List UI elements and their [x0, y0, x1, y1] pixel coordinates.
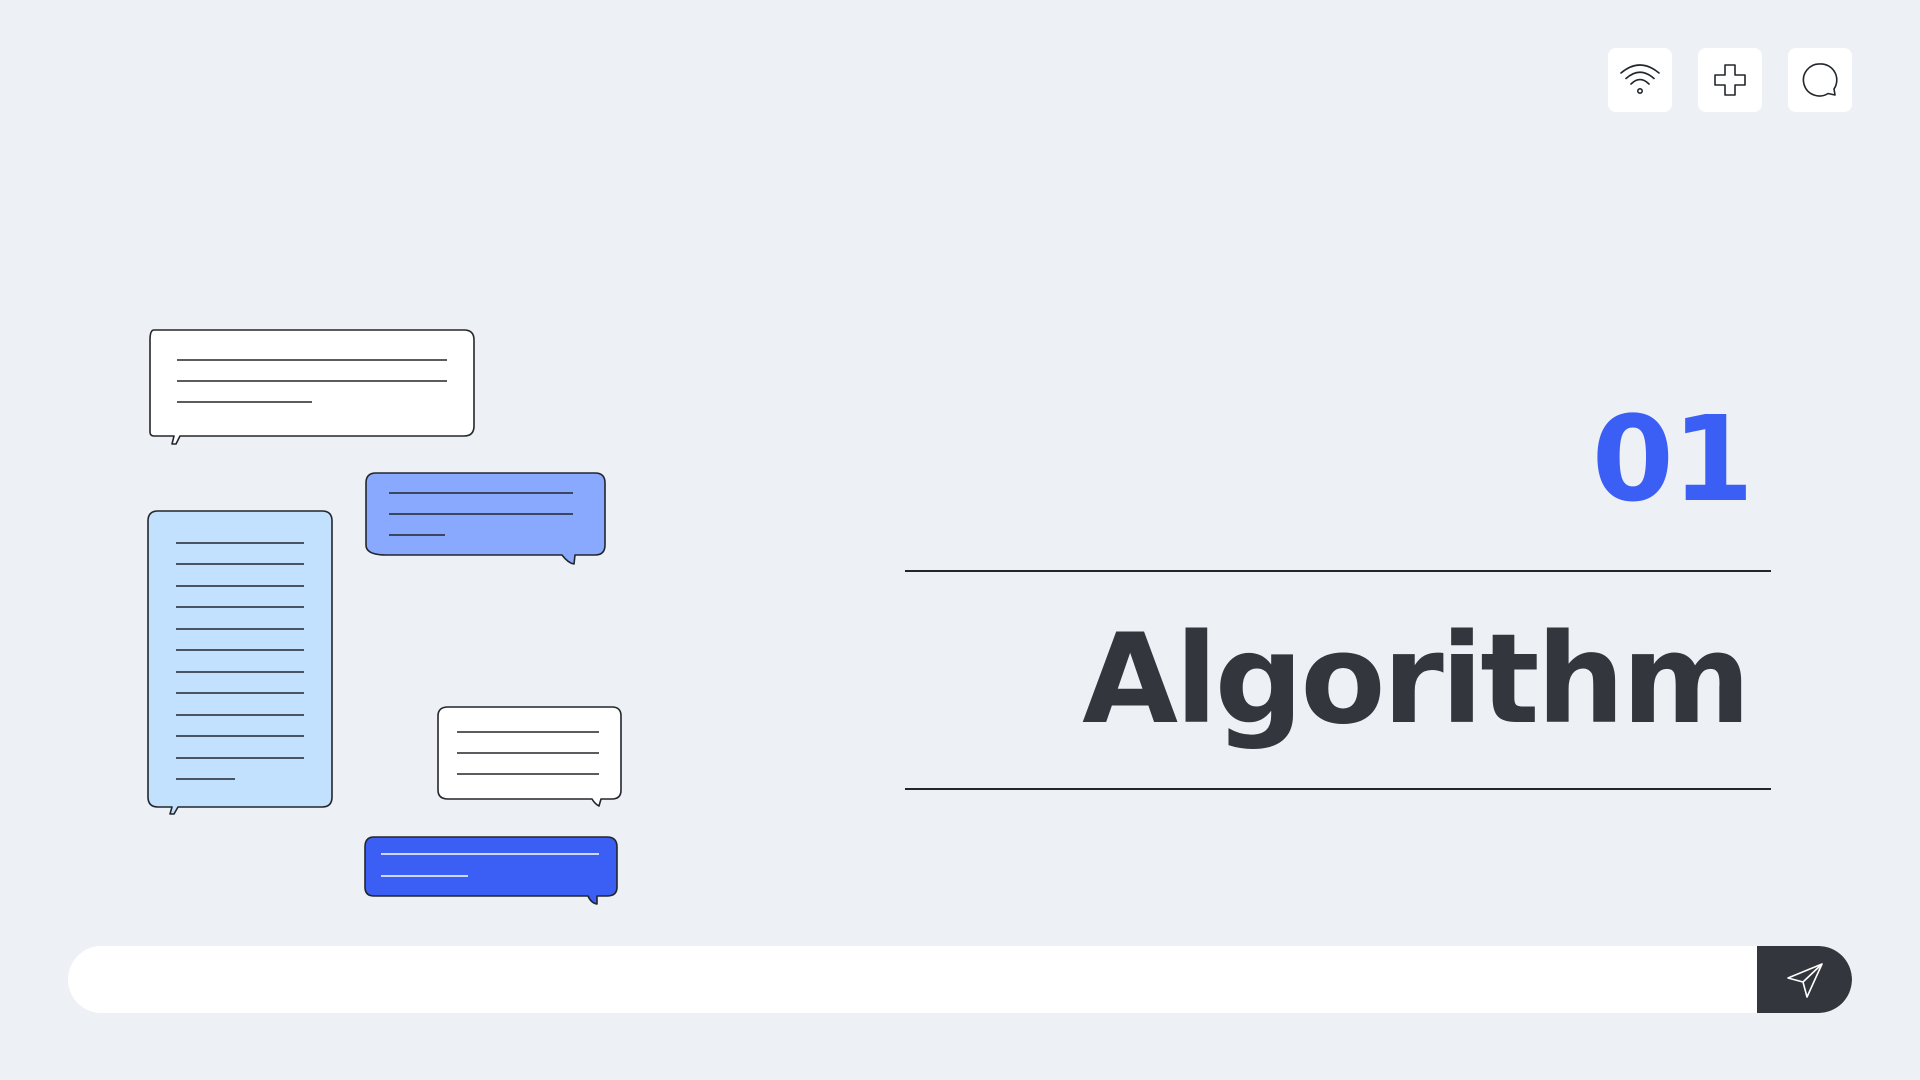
chat-button[interactable] — [1788, 48, 1852, 112]
bottom-divider — [905, 788, 1771, 790]
top-toolbar — [1608, 48, 1852, 112]
message-composer — [68, 946, 1852, 1013]
accent-blue-message-bubble — [364, 836, 618, 905]
paper-plane-icon — [1786, 962, 1823, 998]
chat-bubble-icon — [1802, 63, 1838, 97]
wifi-icon — [1620, 64, 1660, 94]
wifi-button[interactable] — [1608, 48, 1672, 112]
message-input[interactable] — [68, 946, 1757, 1013]
light-blue-message-bubble-tall — [147, 510, 333, 815]
send-button[interactable] — [1757, 946, 1852, 1013]
chat-bubbles-illustration — [147, 329, 622, 905]
top-divider — [905, 570, 1771, 572]
white-message-bubble-small — [437, 706, 622, 807]
white-message-bubble-large — [149, 329, 475, 445]
add-button[interactable] — [1698, 48, 1762, 112]
blue-message-bubble-small — [365, 472, 606, 565]
section-number: 01 — [1591, 390, 1754, 528]
section-title: Algorithm — [1082, 608, 1751, 752]
plus-icon — [1714, 64, 1746, 96]
